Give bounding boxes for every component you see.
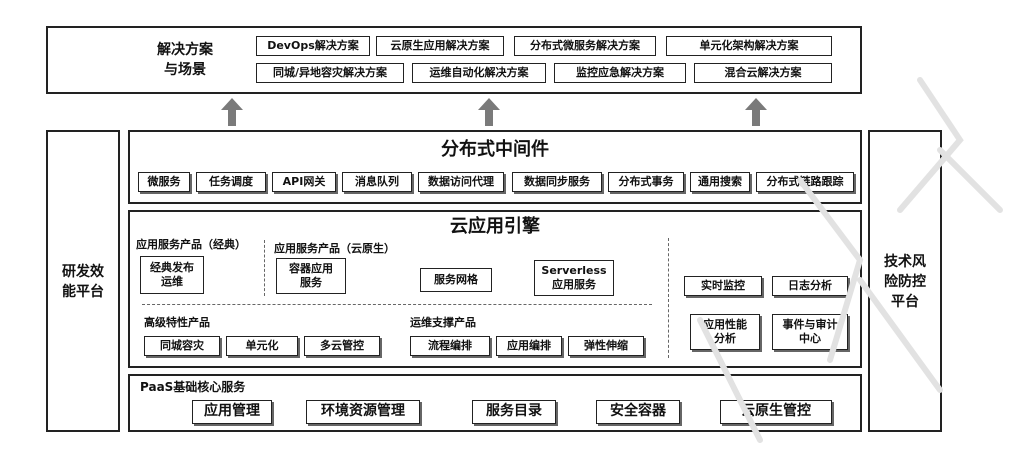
cloudnative-product-label: 应用服务产品（云原生） — [274, 242, 395, 255]
adv-unitization[interactable]: 单元化 — [226, 336, 298, 356]
mw-data-sync[interactable]: 数据同步服务 — [512, 172, 602, 192]
classic-product-label: 应用服务产品（经典） — [136, 238, 246, 251]
paas-app-management[interactable]: 应用管理 — [192, 400, 272, 424]
mw-data-access-proxy[interactable]: 数据访问代理 — [418, 172, 504, 192]
mw-api-gateway[interactable]: API网关 — [272, 172, 336, 192]
engine-title: 云应用引擎 — [450, 216, 540, 237]
mw-tracing[interactable]: 分布式链路跟踪 — [756, 172, 854, 192]
up-arrow-icon — [221, 98, 243, 126]
solution-monitor-emergency[interactable]: 监控应急解决方案 — [554, 63, 686, 83]
divider — [668, 238, 669, 358]
adv-multicloud[interactable]: 多云管控 — [304, 336, 380, 356]
solution-unitization[interactable]: 单元化架构解决方案 — [666, 36, 832, 56]
ops-autoscaling[interactable]: 弹性伸缩 — [568, 336, 644, 356]
mw-distributed-transaction[interactable]: 分布式事务 — [608, 172, 684, 192]
container-app-service[interactable]: 容器应用 服务 — [276, 258, 346, 294]
mw-general-search[interactable]: 通用搜索 — [690, 172, 750, 192]
solution-microservice[interactable]: 分布式微服务解决方案 — [514, 36, 656, 56]
ops-support-label: 运维支撑产品 — [410, 316, 476, 329]
divider — [264, 240, 265, 296]
risk-control-platform: 技术风 险防控 平台 — [868, 130, 942, 432]
paas-env-resource[interactable]: 环境资源管理 — [306, 400, 420, 424]
divider — [142, 304, 652, 305]
serverless-app-service[interactable]: Serverless 应用服务 — [534, 260, 614, 296]
solutions-title: 解决方案 与场景 — [157, 42, 213, 78]
monitor-log-analysis[interactable]: 日志分析 — [772, 276, 848, 296]
paas-title: PaaS基础核心服务 — [140, 380, 246, 394]
paas-secure-container[interactable]: 安全容器 — [596, 400, 680, 424]
middleware-title: 分布式中间件 — [441, 139, 549, 160]
up-arrow-icon — [745, 98, 767, 126]
risk-control-label: 技术风 险防控 平台 — [884, 254, 926, 310]
solution-cloudnative[interactable]: 云原生应用解决方案 — [376, 36, 504, 56]
advanced-feature-label: 高级特性产品 — [144, 316, 210, 329]
ops-app-orchestration[interactable]: 应用编排 — [496, 336, 562, 356]
mw-message-queue[interactable]: 消息队列 — [342, 172, 412, 192]
monitor-realtime[interactable]: 实时监控 — [684, 276, 762, 296]
mw-task-scheduling[interactable]: 任务调度 — [196, 172, 266, 192]
solution-disaster-recovery[interactable]: 同城/异地容灾解决方案 — [256, 63, 404, 83]
adv-same-city-dr[interactable]: 同城容灾 — [144, 336, 220, 356]
mw-microservice[interactable]: 微服务 — [138, 172, 190, 192]
solution-hybrid-cloud[interactable]: 混合云解决方案 — [694, 63, 832, 83]
ops-process-orchestration[interactable]: 流程编排 — [410, 336, 490, 356]
paas-service-catalog[interactable]: 服务目录 — [472, 400, 556, 424]
monitor-apm[interactable]: 应用性能 分析 — [690, 314, 760, 350]
service-mesh[interactable]: 服务网格 — [420, 268, 492, 292]
paas-cloudnative-control[interactable]: 云原生管控 — [720, 400, 832, 424]
solution-ops-automation[interactable]: 运维自动化解决方案 — [412, 63, 546, 83]
classic-release-ops[interactable]: 经典发布 运维 — [140, 256, 204, 294]
up-arrow-icon — [478, 98, 500, 126]
rd-efficiency-label: 研发效 能平台 — [62, 264, 104, 300]
solution-devops[interactable]: DevOps解决方案 — [256, 36, 370, 56]
rd-efficiency-platform: 研发效 能平台 — [46, 130, 120, 432]
monitor-event-audit[interactable]: 事件与审计 中心 — [772, 314, 848, 350]
